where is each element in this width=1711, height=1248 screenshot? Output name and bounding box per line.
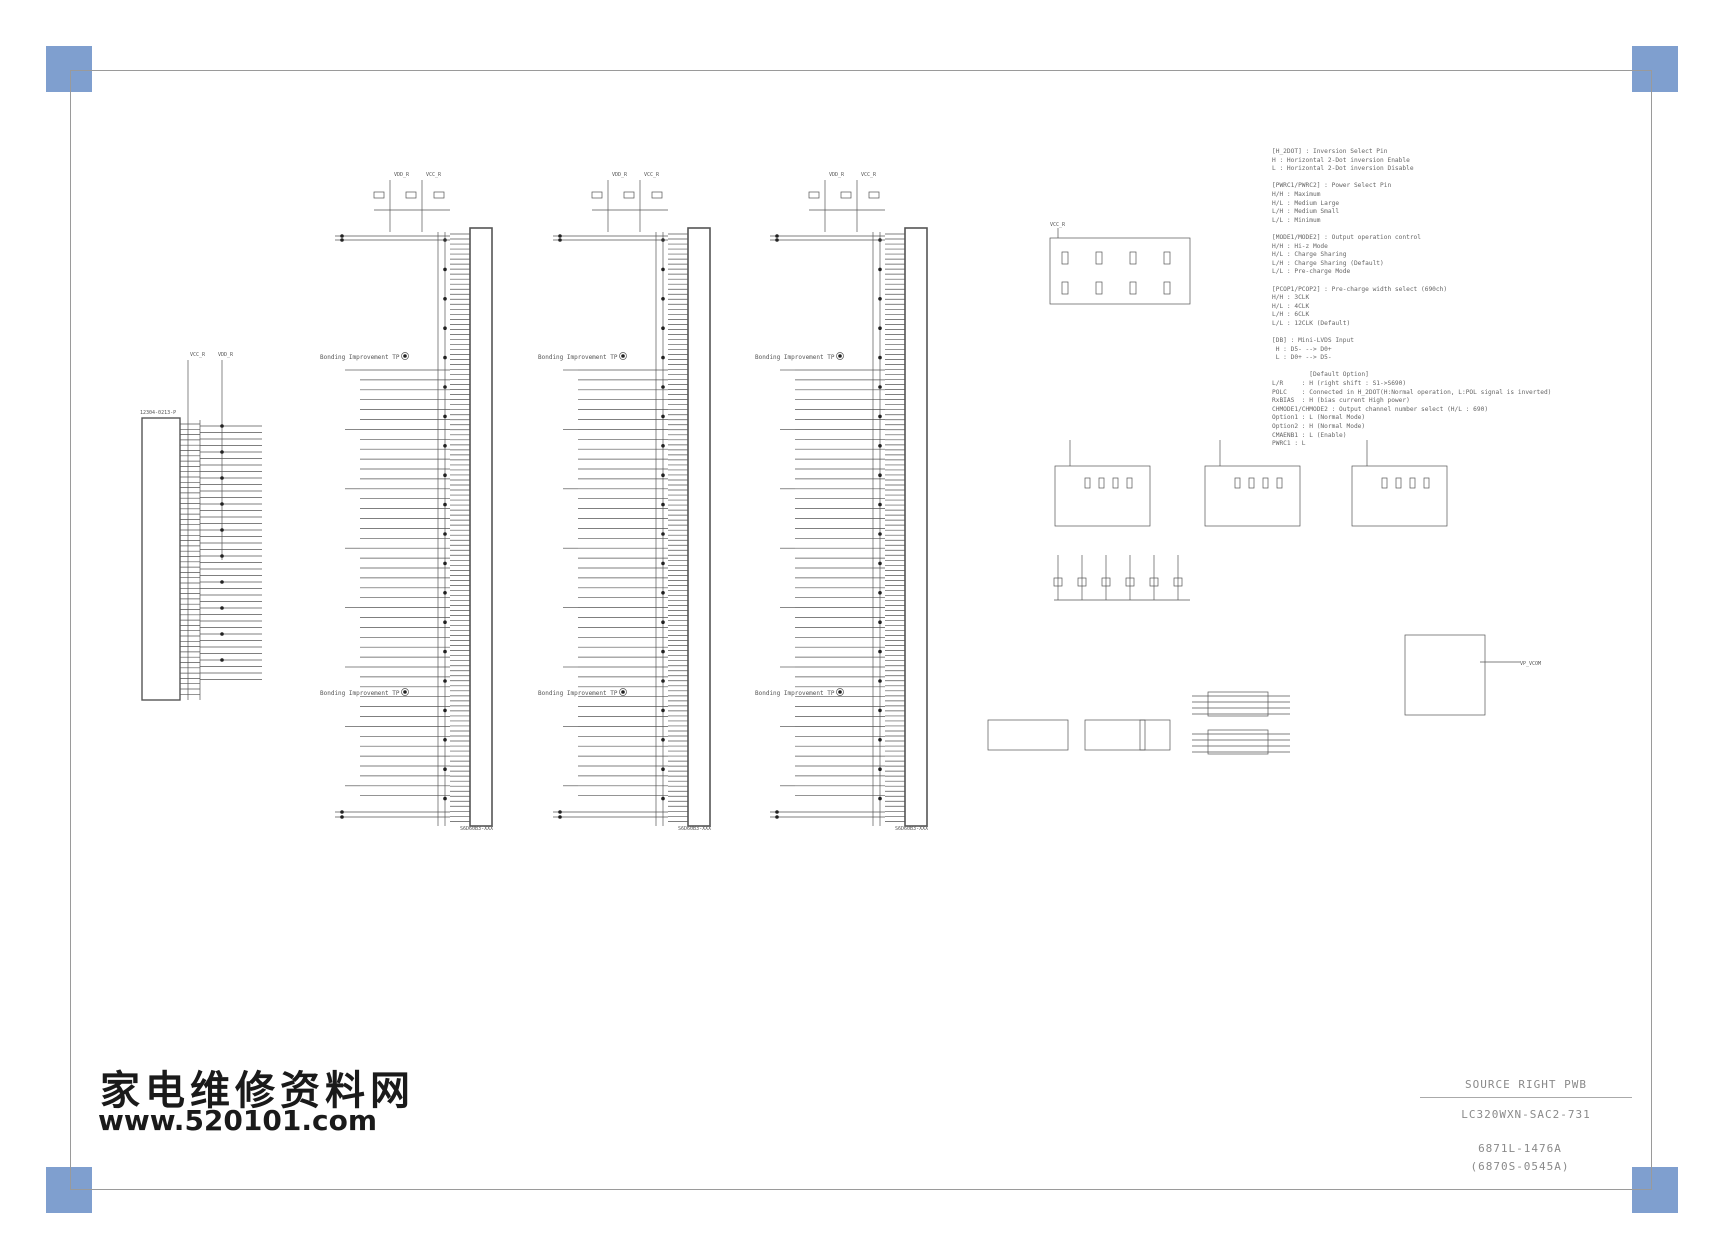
- model-number: LC320WXN-SAC2-731: [1461, 1108, 1591, 1121]
- title-divider: [1420, 1097, 1632, 1098]
- bonding-tp-label: Bonding Improvement TP: [755, 354, 835, 361]
- vdd-label: VDD_R: [394, 172, 410, 178]
- part-number-alt: (6870S-0545A): [1470, 1160, 1570, 1173]
- vcc-label: VCC_R: [426, 172, 442, 178]
- bonding-tp-label: Bonding Improvement TP: [755, 690, 835, 697]
- corner-marker-top-left: [46, 46, 92, 92]
- corner-marker-bottom-left: [46, 1167, 92, 1213]
- bonding-tp-label: Bonding Improvement TP: [320, 354, 400, 361]
- watermark-chinese: 家电维修资料网: [100, 1067, 415, 1114]
- vcc-label: VCC_R: [644, 172, 660, 178]
- vdd-label: VDD_R: [218, 352, 234, 358]
- connector-label: 12304-0213-P: [140, 410, 176, 416]
- vcc-label: VCC_R: [190, 352, 206, 358]
- bonding-tp-label: Bonding Improvement TP: [538, 354, 618, 361]
- notes-block: [H_2DOT] : Inversion Select Pin H : Hori…: [1272, 148, 1552, 448]
- vcom-output-label: VP_VCOM: [1520, 661, 1541, 667]
- ic-part-label: S6D60B3-XXX: [895, 826, 928, 832]
- bonding-tp-label: Bonding Improvement TP: [320, 690, 400, 697]
- part-number: 6871L-1476A: [1478, 1142, 1562, 1155]
- board-title: SOURCE RIGHT PWB: [1465, 1078, 1587, 1091]
- ic-part-label: S6D60B3-XXX: [460, 826, 493, 832]
- vcc-label: VCC_R: [1050, 222, 1066, 228]
- vcc-label: VCC_R: [861, 172, 877, 178]
- ic-part-label: S6D60B3-XXX: [678, 826, 711, 832]
- schematic-frame: [70, 70, 1652, 1190]
- corner-marker-bottom-right: [1632, 1167, 1678, 1213]
- watermark-url: www.520101.com: [98, 1104, 377, 1137]
- corner-marker-top-right: [1632, 46, 1678, 92]
- bonding-tp-label: Bonding Improvement TP: [538, 690, 618, 697]
- vdd-label: VDD_R: [829, 172, 845, 178]
- vdd-label: VDD_R: [612, 172, 628, 178]
